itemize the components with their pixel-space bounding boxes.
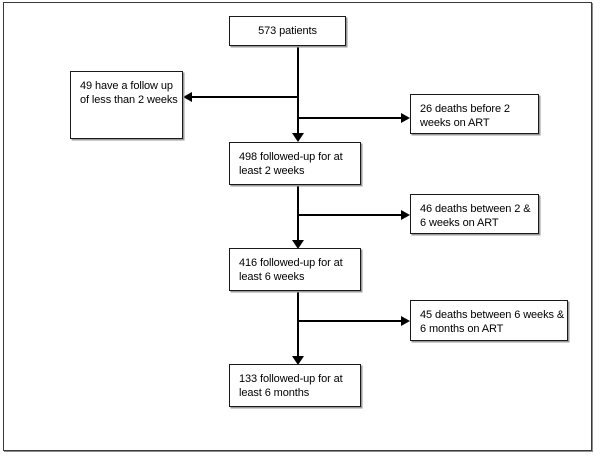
node-followup-6-weeks[interactable]: 416 followed-up for at least 6 weeks	[229, 248, 361, 291]
node-followup-6-months-label: 133 followed-up for at least 6 months	[239, 373, 343, 399]
arrowhead-to-deaths-before-2-weeks	[401, 112, 410, 123]
arrowhead-to-followup-6-months	[292, 356, 304, 365]
connector-to-deaths-2-to-6-weeks	[298, 214, 401, 216]
node-excluded-short-followup-label: 49 have a follow up of less than 2 weeks	[80, 80, 178, 106]
connector-trunk-top	[297, 46, 299, 136]
node-deaths-2-to-6-weeks[interactable]: 46 deaths between 2 & 6 weeks on ART	[410, 194, 539, 234]
node-excluded-short-followup[interactable]: 49 have a follow up of less than 2 weeks	[70, 71, 183, 139]
arrowhead-to-excluded-short-followup	[183, 91, 192, 102]
arrowhead-to-followup-2-weeks	[292, 133, 304, 142]
connector-to-deaths-6-weeks-to-6-months	[298, 320, 401, 322]
arrowhead-to-deaths-6-weeks-to-6-months	[401, 315, 410, 326]
connector-trunk-bottom	[297, 291, 299, 359]
node-followup-2-weeks-label: 498 followed-up for at least 2 weeks	[239, 151, 343, 177]
connector-to-deaths-before-2-weeks	[298, 117, 401, 119]
node-deaths-6-weeks-to-6-months[interactable]: 45 deaths between 6 weeks & 6 months on …	[410, 300, 568, 341]
diagram-frame: 573 patients 49 have a follow up of less…	[3, 2, 592, 451]
node-followup-2-weeks[interactable]: 498 followed-up for at least 2 weeks	[229, 142, 361, 185]
node-deaths-6-weeks-to-6-months-label: 45 deaths between 6 weeks & 6 months on …	[420, 309, 565, 335]
node-followup-6-months[interactable]: 133 followed-up for at least 6 months	[229, 364, 361, 407]
node-cohort-start-label: 573 patients	[258, 25, 317, 37]
node-followup-6-weeks-label: 416 followed-up for at least 6 weeks	[239, 257, 343, 283]
node-deaths-before-2-weeks-label: 26 deaths before 2 weeks on ART	[420, 103, 510, 129]
connector-to-excluded-short-followup	[192, 96, 298, 98]
node-deaths-2-to-6-weeks-label: 46 deaths between 2 & 6 weeks on ART	[420, 203, 531, 229]
arrowhead-to-followup-6-weeks	[292, 240, 304, 249]
arrowhead-to-deaths-2-to-6-weeks	[401, 209, 410, 220]
node-cohort-start[interactable]: 573 patients	[229, 16, 346, 46]
node-deaths-before-2-weeks[interactable]: 26 deaths before 2 weeks on ART	[410, 94, 539, 134]
